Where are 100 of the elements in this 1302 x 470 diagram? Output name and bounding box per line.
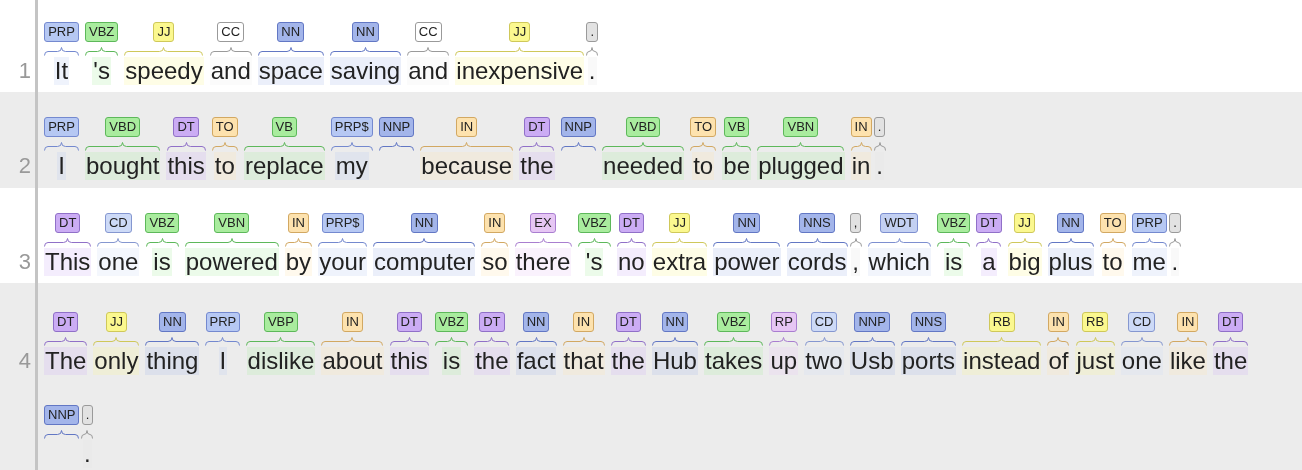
token-word: plus (1047, 248, 1094, 276)
token-word: only (93, 347, 140, 375)
token-word: to (692, 152, 715, 180)
token-word: two (804, 347, 844, 375)
token-word: to (1101, 248, 1124, 276)
token-word: It (53, 57, 70, 85)
pos-tag: NNP (44, 405, 80, 425)
token-word: Usb (849, 347, 895, 375)
pos-tag: CC (414, 22, 442, 42)
pos-tag: NN (522, 312, 550, 332)
token-word: by (284, 248, 313, 276)
token-word: ports (900, 347, 957, 375)
pos-tag: DT (55, 213, 81, 233)
token-word: is (943, 248, 964, 276)
pos-tag: RP (770, 312, 797, 332)
token-word: space (257, 57, 324, 85)
pos-tag: NNP (378, 117, 415, 137)
pos-tag: IN (1177, 312, 1199, 332)
pos-tag: . (586, 22, 598, 42)
pos-tag: PRP (1131, 213, 1167, 233)
pos-tag: JJ (1014, 213, 1036, 233)
token-word: like (1168, 347, 1207, 375)
pos-tag: CD (1128, 312, 1156, 332)
pos-tag: TO (690, 117, 717, 137)
sentence-number: 4 (17, 347, 31, 375)
pos-tag: PRP (205, 312, 241, 332)
pos-tag: TO (1099, 213, 1126, 233)
pos-tag: IN (456, 117, 478, 137)
token-word: one (1120, 347, 1163, 375)
pos-tag: NN (1057, 213, 1084, 233)
pos-tag: DT (1217, 312, 1244, 332)
token-word: needed (602, 152, 685, 180)
pos-tag: VB (271, 117, 297, 137)
token-word: . (587, 57, 597, 85)
token-word: the (474, 347, 510, 375)
pos-tag: VBZ (936, 213, 971, 233)
token-word: about (321, 347, 384, 375)
token-word: which (867, 248, 931, 276)
token-word: is (152, 248, 172, 276)
token-word: cords (786, 248, 848, 276)
pos-tag: TO (211, 117, 238, 137)
token-word: 's (92, 57, 111, 85)
pos-tag: IN (1047, 312, 1069, 332)
pos-tag: EX (530, 213, 556, 233)
pos-tag: PRP$ (330, 117, 373, 137)
pos-tag: DT (618, 213, 644, 233)
pos-tag: JJ (669, 213, 690, 233)
token-word: I (218, 347, 228, 375)
pos-tag: IN (341, 312, 363, 332)
pos-tag: DT (173, 117, 199, 137)
pos-tag: VBP (263, 312, 298, 332)
token-word: speedy (124, 57, 204, 85)
token-word: that (562, 347, 605, 375)
pos-tag: IN (484, 213, 506, 233)
pos-tag: VBZ (145, 213, 179, 233)
pos-tag: JJ (153, 22, 175, 42)
token-word: bought (85, 152, 161, 180)
token-word: is (441, 347, 462, 375)
token-word: computer (373, 248, 476, 276)
pos-tag: NN (277, 22, 305, 42)
sentence-number: 1 (17, 57, 31, 85)
token-word: the (519, 152, 555, 180)
pos-tag: NN (352, 22, 379, 42)
pos-tag: . (1169, 213, 1181, 233)
token-word: because (420, 152, 514, 180)
token-word: one (97, 248, 140, 276)
pos-tag: NN (159, 312, 186, 332)
token-word: this (389, 347, 429, 375)
pos-tag: NN (661, 312, 689, 332)
pos-tag: IN (850, 117, 872, 137)
token-word: inexpensive (455, 57, 585, 85)
pos-tag: NNP (560, 117, 597, 137)
pos-tag: JJ (509, 22, 531, 42)
pos-tag: DT (479, 312, 505, 332)
pos-tag: VBD (625, 117, 661, 137)
token-word: big (1007, 248, 1042, 276)
token-word: powered (184, 248, 279, 276)
pos-tag: DT (976, 213, 1002, 233)
pos-tag: NN (410, 213, 438, 233)
pos-tag: PRP$ (321, 213, 364, 233)
pos-tag: PRP (44, 117, 79, 137)
token-word: be (722, 152, 751, 180)
pos-tag: VBZ (577, 213, 611, 233)
token-word: my (334, 152, 369, 180)
pos-tag: NNS (910, 312, 947, 332)
token-word: fact (515, 347, 557, 375)
pos-tag: VBD (105, 117, 141, 137)
pos-tag: DT (53, 312, 79, 332)
pos-tag: DT (615, 312, 641, 332)
pos-tag: NNP (854, 312, 890, 332)
token-word: just (1075, 347, 1115, 375)
token-word: your (318, 248, 367, 276)
token-word: of (1047, 347, 1070, 375)
token-word: me (1131, 248, 1167, 276)
token-word: instead (962, 347, 1042, 375)
pos-tag: IN (287, 213, 309, 233)
token-word: . (1170, 248, 1180, 276)
sentence-number: 2 (17, 152, 31, 180)
token-word: and (209, 57, 252, 85)
token-word: there (514, 248, 572, 276)
